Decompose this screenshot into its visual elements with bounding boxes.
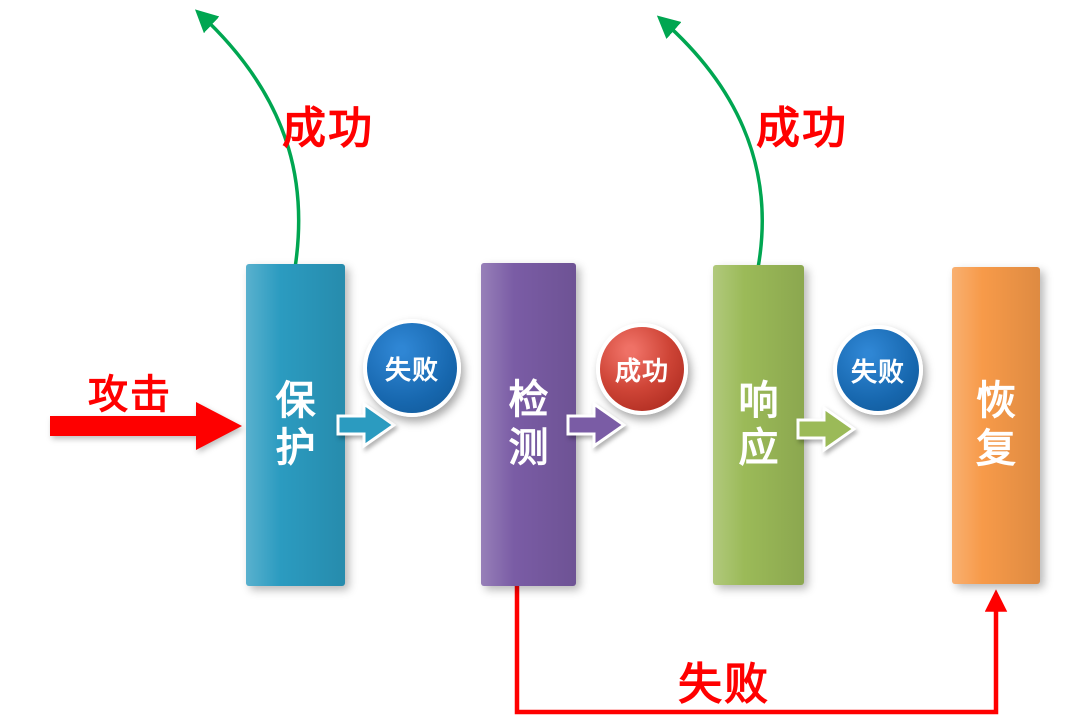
stage-label-protection: 保护	[275, 378, 316, 470]
stage-label-recovery: 恢复	[976, 379, 1016, 471]
outcome-circle-success-detection: 成功	[596, 323, 688, 415]
flow-arrow-icon-protection	[336, 401, 397, 449]
circle-label: 成功	[614, 355, 669, 386]
outcome-circle-fail-response: 失败	[833, 325, 923, 415]
stage-label-detection: 检测	[508, 378, 549, 470]
flow-arrow-icon-detection	[566, 401, 627, 449]
success-label-protection: 成功	[282, 104, 374, 153]
stage-bar-recovery: 恢复	[952, 267, 1040, 584]
attack-label: 攻击	[88, 373, 172, 417]
success-label-response: 成功	[756, 104, 848, 153]
circle-label: 失败	[384, 354, 439, 385]
flow-arrow-icon-response	[796, 405, 857, 453]
stage-bar-protection: 保护	[246, 264, 345, 586]
stage-label-response: 响应	[738, 378, 779, 470]
stage-bar-detection: 检测	[481, 263, 576, 586]
attack-arrow-icon	[50, 402, 242, 450]
outcome-circle-fail-protection: 失败	[363, 319, 461, 417]
failure-label: 失败	[678, 660, 770, 709]
circle-label: 失败	[850, 356, 905, 387]
success-curve-response	[656, 15, 764, 269]
stage-bar-response: 响应	[713, 265, 804, 585]
